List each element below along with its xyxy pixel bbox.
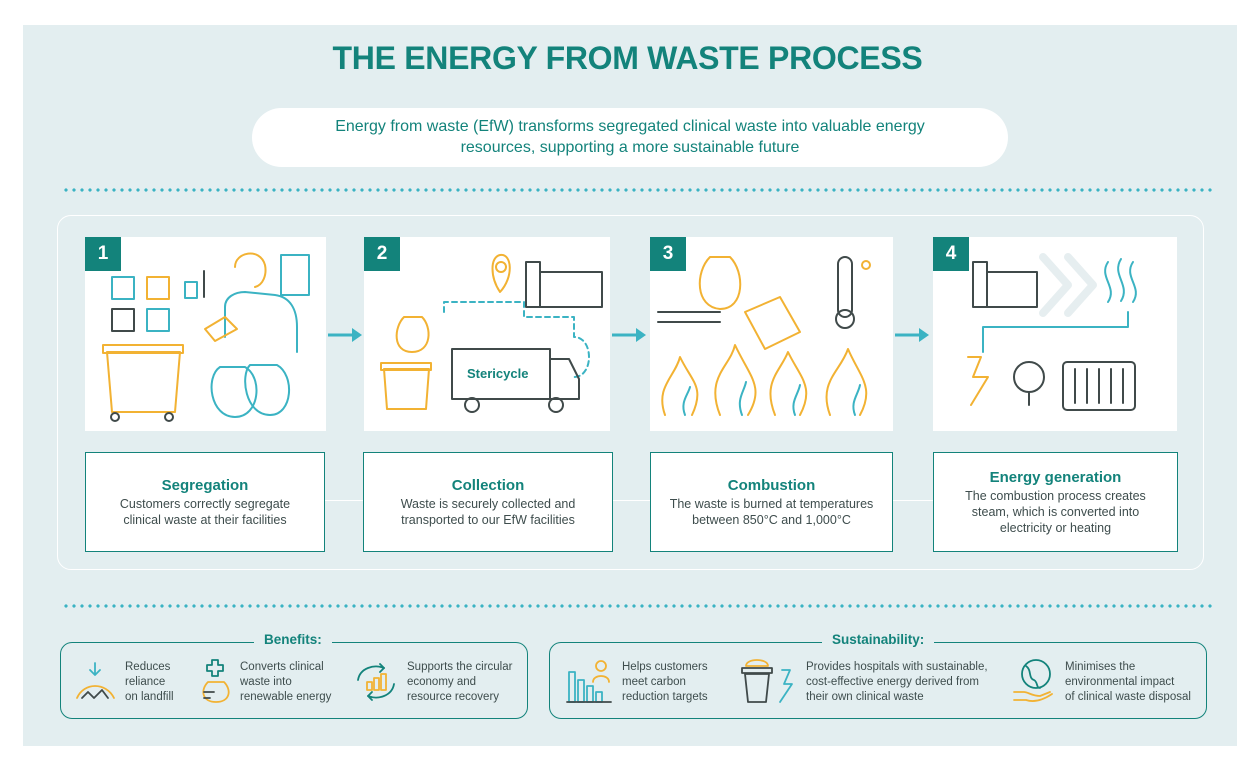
step-1-number: 1: [85, 237, 121, 271]
step-2-card: Collection Waste is securely collected a…: [363, 452, 613, 552]
step-4-card: Energy generation The combustion process…: [933, 452, 1178, 552]
arrow-right-icon: [328, 328, 362, 342]
intro-line-1: Energy from waste (EfW) transforms segre…: [335, 118, 925, 135]
step-4-number: 4: [933, 237, 969, 271]
step-2-desc-2: transported to our EfW facilities: [401, 512, 575, 527]
clinical-waste-bag-icon: [202, 659, 230, 703]
step-3-desc-2: between 850°C and 1,000°C: [692, 512, 851, 527]
step-1-card: Segregation Customers correctly segregat…: [85, 452, 325, 552]
intro-banner: Energy from waste (EfW) transforms segre…: [252, 108, 1008, 167]
page-title: THE ENERGY FROM WASTE PROCESS: [332, 40, 923, 76]
step-2-title: Collection: [451, 476, 525, 494]
step-3-card: Combustion The waste is burned at temper…: [650, 452, 893, 552]
benefit-2-text: Converts clinical waste into renewable e…: [240, 661, 332, 703]
circular-economy-icon: [357, 663, 395, 701]
brand-logo-text: Stericycle: [467, 366, 528, 381]
step-4-desc-1: The combustion process creates: [965, 488, 1146, 503]
bin-energy-icon: [741, 659, 793, 703]
step-2-desc-1: Waste is securely collected and: [400, 496, 576, 511]
step-1-desc-2: clinical waste at their facilities: [123, 512, 287, 527]
card-connector-line: [320, 500, 940, 501]
sustainability-label: Sustainability:: [822, 632, 935, 647]
step-4-desc-2: steam, which is converted into: [971, 504, 1140, 519]
sustainability-2-text: Provides hospitals with sustainable, cos…: [806, 661, 988, 703]
globe-hand-icon: [1013, 659, 1053, 702]
collection-truck-illustration-icon: Stericycle: [380, 253, 603, 413]
landfill-icon: [76, 662, 115, 699]
combustion-flames-illustration-icon: [657, 256, 871, 416]
step-3-number: 3: [650, 237, 686, 271]
benefit-3-text: Supports the circular economy and resour…: [407, 661, 513, 703]
arrow-right-icon: [612, 328, 646, 342]
carbon-targets-chart-icon: [566, 660, 612, 703]
step-4-title: Energy generation: [989, 468, 1122, 486]
sustainability-3-text: Minimises the environmental impact of cl…: [1065, 661, 1191, 703]
step-1-desc-1: Customers correctly segregate: [119, 496, 291, 511]
dotted-divider-top: [62, 188, 1212, 192]
benefit-1-text: Reduces reliance on landfill: [125, 661, 174, 703]
segregation-illustration-icon: [102, 252, 310, 422]
dotted-divider-bottom: [62, 604, 1212, 608]
step-3-illustration: 3: [650, 237, 893, 431]
energy-generation-illustration-icon: [967, 253, 1137, 411]
step-1-illustration: 1: [85, 237, 326, 431]
arrow-right-icon: [895, 328, 929, 342]
step-4-desc-3: electricity or heating: [999, 520, 1112, 535]
step-3-title: Combustion: [727, 476, 816, 494]
step-3-desc-1: The waste is burned at temperatures: [669, 496, 874, 511]
intro-line-2: resources, supporting a more sustainable…: [460, 139, 800, 156]
step-1-title: Segregation: [161, 476, 249, 494]
step-2-number: 2: [364, 237, 400, 271]
step-2-illustration: Stericycle 2: [364, 237, 610, 431]
step-4-illustration: 4: [933, 237, 1177, 431]
benefits-label: Benefits:: [254, 632, 332, 647]
process-panel: [57, 215, 1204, 570]
sustainability-1-text: Helps customers meet carbon reduction ta…: [622, 661, 708, 703]
